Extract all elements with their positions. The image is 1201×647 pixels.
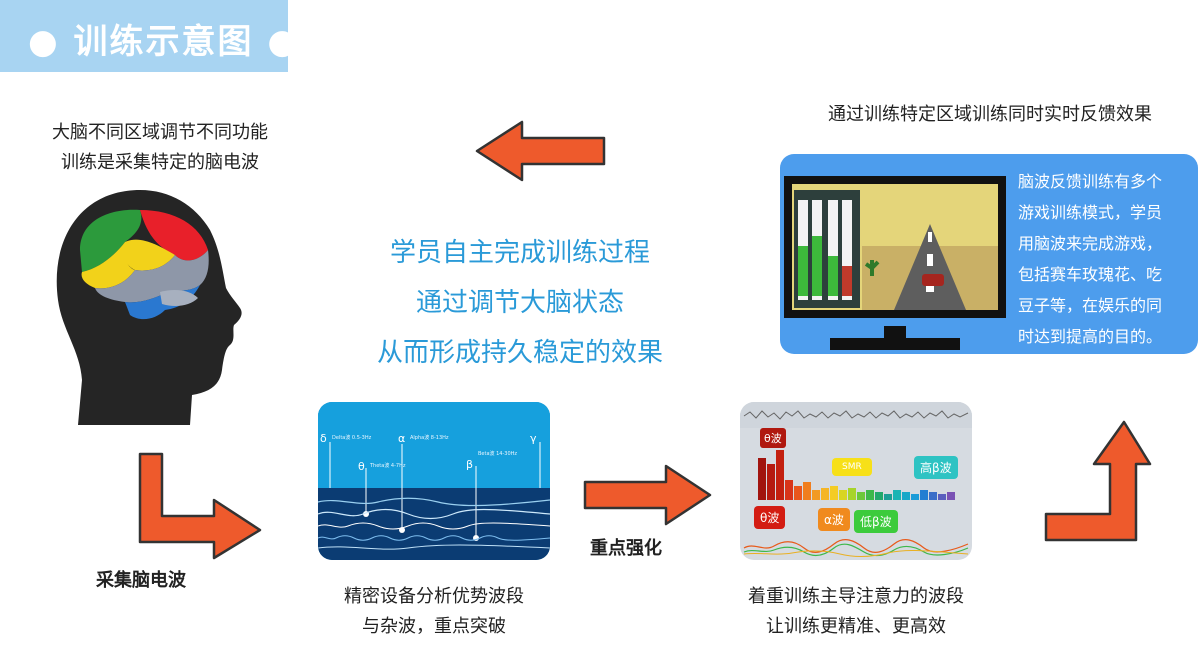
fb-caption-line1: 着重训练主导注意力的波段	[748, 586, 964, 607]
brain-caption-line2: 训练是采集特定的脑电波	[61, 152, 259, 173]
monitor-illustration	[784, 176, 1006, 350]
theta-badge-top: θ波	[760, 428, 786, 448]
game-card: 脑波反馈训练有多个 游戏训练模式，学员 用脑波来完成游戏， 包括赛车玫瑰花、吃 …	[780, 154, 1198, 354]
eeg-caption: 精密设备分析优势波段 与杂波，重点突破	[318, 582, 550, 642]
smr-badge: SMR	[832, 458, 872, 476]
head-illustration	[56, 190, 242, 425]
delta-text: Delta波 0.5-3Hz	[332, 435, 372, 441]
alpha-badge: α波	[818, 508, 850, 531]
spectrum-bars	[758, 450, 955, 500]
brain-icon	[80, 209, 209, 320]
game-description: 脑波反馈训练有多个 游戏训练模式，学员 用脑波来完成游戏， 包括赛车玫瑰花、吃 …	[1018, 166, 1190, 352]
game-desc-line1: 脑波反馈训练有多个	[1018, 172, 1163, 191]
game-desc-line5: 豆子等，在娱乐的同	[1018, 296, 1163, 315]
center-line1: 学员自主完成训练过程	[389, 238, 650, 268]
center-line3: 从而形成持久稳定的效果	[376, 338, 663, 368]
eeg-wave-illustration	[318, 402, 550, 560]
eeg-analysis-screen: δ Delta波 0.5-3Hz θ Theta波 4-7Hz α Alpha波…	[318, 402, 550, 560]
low-beta-badge: 低β波	[854, 510, 898, 533]
beta-text: Beta波 14-30Hz	[478, 451, 518, 457]
arrow-right	[583, 464, 712, 526]
feedback-spectrum-caption: 着重训练主导注意力的波段 让训练更精准、更高效	[706, 582, 1006, 642]
theta-badge: θ波	[754, 506, 786, 529]
emphasis-label: 重点强化	[590, 538, 662, 559]
collect-label: 采集脑电波	[96, 570, 186, 591]
page-title: ● 训练示意图 ●	[28, 22, 300, 62]
fb-caption-line2: 让训练更精准、更高效	[766, 616, 946, 637]
game-desc-line6: 时达到提高的目的。	[1018, 327, 1163, 346]
eeg-caption-line2: 与杂波，重点突破	[362, 616, 506, 637]
game-desc-line3: 用脑波来完成游戏，	[1018, 234, 1163, 253]
alpha-glyph: α	[398, 432, 406, 445]
feedback-caption: 通过训练特定区域训练同时实时反馈效果	[828, 104, 1152, 125]
theta-glyph: θ	[358, 460, 365, 473]
arrow-right-up	[1044, 420, 1152, 542]
feedback-spectrum-screen: θ波 SMR 高β波 θ波 α波 低β波	[740, 402, 972, 560]
arrow-left	[475, 120, 606, 182]
arrow-down-right	[138, 452, 262, 560]
delta-glyph: δ	[320, 432, 327, 445]
brain-caption-line1: 大脑不同区域调节不同功能	[52, 122, 268, 143]
theta-text: Theta波 4-7Hz	[370, 463, 406, 469]
beta-glyph: β	[466, 458, 474, 471]
game-desc-line4: 包括赛车玫瑰花、吃	[1018, 265, 1163, 284]
center-line2: 通过调节大脑状态	[415, 288, 624, 318]
center-message: 学员自主完成训练过程 通过调节大脑状态 从而形成持久稳定的效果	[340, 228, 700, 378]
gamma-glyph: γ	[530, 432, 537, 445]
eeg-caption-line1: 精密设备分析优势波段	[344, 586, 524, 607]
spectrum-illustration	[740, 402, 972, 557]
brain-caption: 大脑不同区域调节不同功能 训练是采集特定的脑电波	[20, 118, 300, 178]
game-desc-line2: 游戏训练模式，学员	[1018, 203, 1163, 222]
high-beta-badge: 高β波	[914, 456, 958, 479]
alpha-text: Alpha波 8-13Hz	[410, 435, 449, 441]
header-banner: ● 训练示意图 ●	[0, 0, 297, 72]
